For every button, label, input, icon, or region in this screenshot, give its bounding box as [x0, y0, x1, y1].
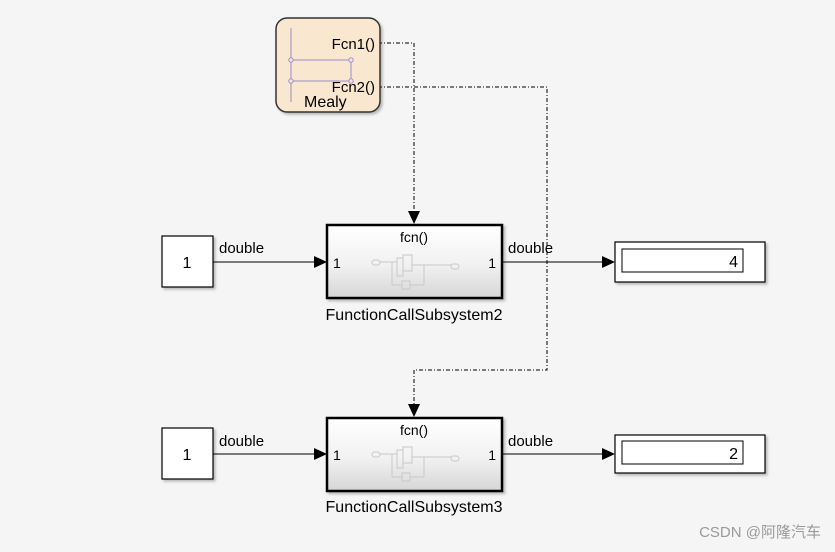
input-port-label: 1 [333, 447, 341, 463]
row-2: 1 double fcn() 1 1 [161, 416, 766, 516]
output-port-label: 1 [488, 447, 496, 463]
signal-line-out[interactable] [502, 448, 615, 460]
signal-type-label: double [508, 433, 553, 450]
function-call-subsystem-block[interactable]: fcn() 1 1 [325, 416, 504, 493]
trigger-port-label: fcn() [400, 422, 428, 438]
signal-type-label: double [219, 240, 264, 257]
display-block[interactable]: 4 [614, 241, 766, 283]
chart-name: Mealy [304, 94, 347, 111]
signal-line-out[interactable] [502, 256, 615, 268]
input-port-label: 1 [333, 255, 341, 271]
display-block[interactable]: 2 [614, 434, 766, 474]
signal-line-in[interactable] [213, 256, 327, 268]
constant-block[interactable]: 1 [161, 427, 214, 480]
chart-icon [288, 28, 354, 102]
function-call-subsystem-block[interactable]: fcn() 1 1 [325, 223, 504, 300]
subsystem-icon [371, 446, 460, 482]
display-value: 2 [729, 446, 738, 463]
function-call-line-1[interactable] [378, 42, 420, 224]
function-call-line-2[interactable] [378, 86, 548, 417]
constant-block[interactable]: 1 [161, 235, 214, 288]
constant-value: 1 [183, 447, 192, 464]
display-value: 4 [729, 254, 738, 271]
output-port-label: 1 [488, 255, 496, 271]
event-port-fcn1: Fcn1() [332, 36, 375, 53]
trigger-port-label: fcn() [400, 229, 428, 245]
subsystem-name: FunctionCallSubsystem2 [326, 307, 503, 324]
row-1: 1 double fcn() 1 1 [161, 223, 766, 324]
watermark: CSDN @阿隆汽车 [699, 524, 821, 541]
event-port-fcn2: Fcn2() [332, 79, 375, 96]
subsystem-name: FunctionCallSubsystem3 [326, 499, 503, 516]
signal-line-in[interactable] [213, 448, 327, 460]
constant-value: 1 [183, 255, 192, 272]
subsystem-icon [371, 254, 460, 290]
signal-type-label: double [508, 240, 553, 257]
signal-type-label: double [219, 433, 264, 450]
mealy-chart-block[interactable]: Fcn1() Fcn2() Mealy [275, 17, 381, 113]
